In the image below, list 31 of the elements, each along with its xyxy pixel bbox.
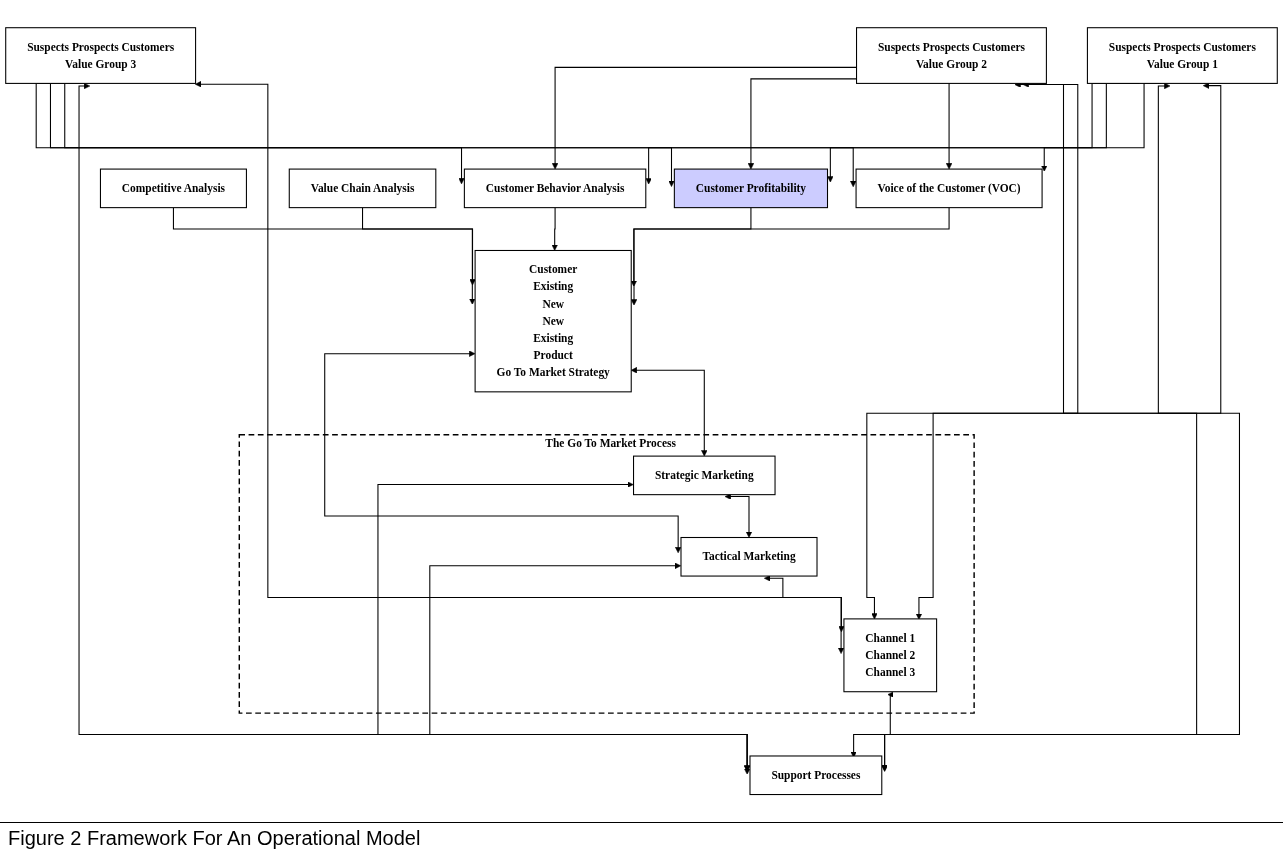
arrow [945, 82, 953, 170]
node-box: Customer Behavior Analysis [463, 168, 647, 209]
node-box: Customer Profitability [673, 168, 829, 209]
node-box: Competitive Analysis [99, 168, 247, 209]
arrow [724, 493, 753, 538]
arrow [915, 82, 1222, 620]
node-box: Suspects Prospects Customers Value Group 1 [1086, 27, 1278, 84]
node-box: Value Chain Analysis [288, 168, 437, 209]
node-box: Strategic Marketing [633, 455, 776, 496]
node-box: Customer Existing New New Existing Product Go To Market Strategy [474, 249, 632, 393]
arrow [866, 81, 1079, 620]
node-box: Channel 1 Channel 2 Channel 3 [843, 618, 938, 693]
node-box: Voice of the Customer (VOC) [855, 168, 1043, 209]
arrow [551, 206, 558, 251]
arrow [362, 206, 476, 286]
arrow [64, 82, 857, 187]
arrow [630, 206, 950, 306]
arrow [78, 82, 751, 775]
arrow [630, 206, 752, 287]
node-box: Support Processes [749, 755, 883, 795]
node-box: Suspects Prospects Customers Value Group 3 [5, 27, 197, 84]
arrow [195, 80, 845, 654]
arrow [172, 206, 476, 305]
arrow [324, 350, 682, 553]
arrow [377, 481, 751, 772]
arrow [429, 562, 751, 772]
node-box: Tactical Marketing [680, 536, 818, 577]
arrow [764, 575, 845, 632]
figure-caption: Figure 2 Framework For An Operational Model [0, 822, 1283, 854]
node-box: Suspects Prospects Customers Value Group 2 [856, 27, 1047, 84]
arrow [49, 82, 675, 187]
